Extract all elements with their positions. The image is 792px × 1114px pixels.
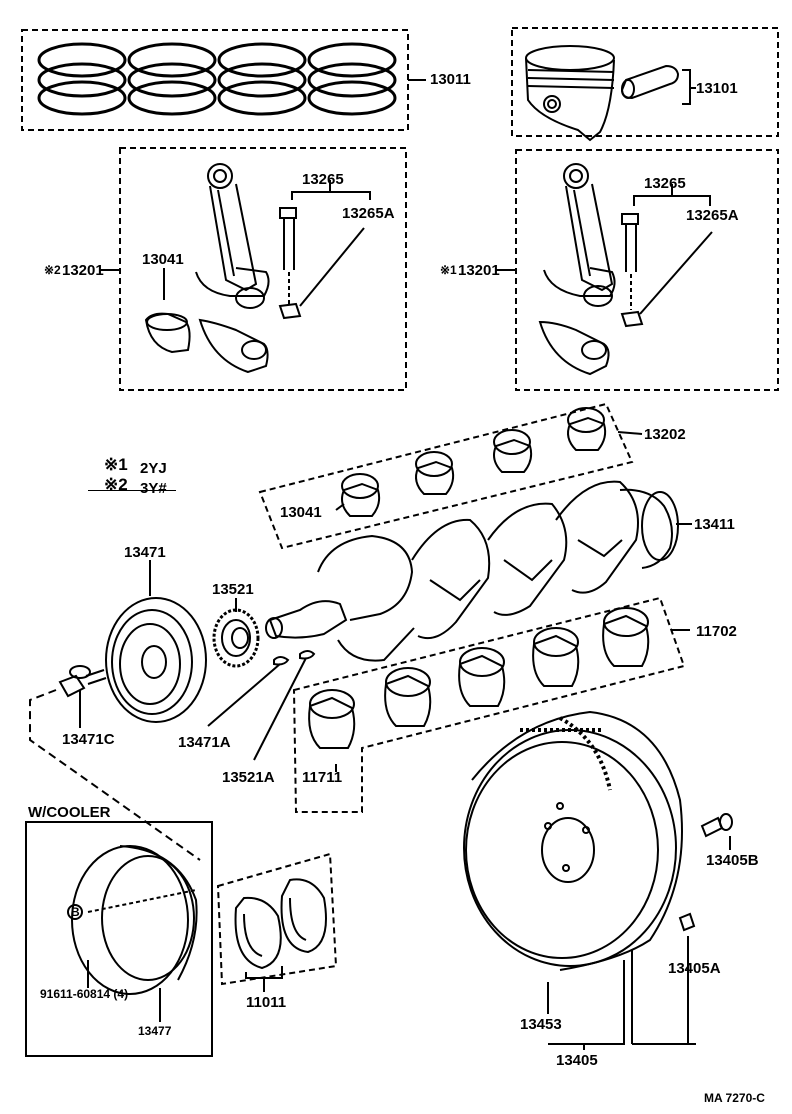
part-number-13521: 13521 (212, 581, 254, 598)
pulley-bolt-illustration (29, 665, 201, 861)
drawing-code: MA 7270-C (704, 1091, 765, 1105)
bolt-circle-marker: B (71, 905, 80, 919)
part-number-11702: 11702 (696, 623, 737, 640)
cooler-pulley-illustration (25, 821, 213, 1057)
part-number-13011: 13011 (430, 71, 471, 88)
crankshaft-illustration (265, 480, 692, 662)
part-number-13405: 13405 (556, 1052, 598, 1069)
marker-right-conrod: ※1 (440, 263, 457, 277)
conrod-assembly-left (100, 147, 407, 391)
part-number-13201-left: 13201 (62, 262, 104, 279)
part-number-13265-right: 13265 (644, 175, 686, 192)
part-number-13201-right: 13201 (458, 262, 500, 279)
part-number-11711: 11711 (302, 769, 343, 786)
legend-mark-1: ※1 (104, 455, 128, 474)
cooler-box-title: W/COOLER (28, 804, 111, 821)
crankshaft-bearing-lower-illustration (292, 596, 690, 813)
marker-left-conrod: ※2 (44, 263, 61, 277)
legend-text-2: 3Y# (140, 480, 167, 497)
timing-gear-illustration (207, 598, 316, 761)
flywheel-illustration (463, 710, 733, 1050)
legend-text-1: 2YJ (140, 460, 167, 477)
part-number-13202: 13202 (644, 426, 686, 443)
crank-pulley-illustration (105, 560, 207, 723)
part-number-13041-lower: 13041 (280, 504, 322, 521)
part-number-13265-left: 13265 (302, 171, 344, 188)
legend-mark-2: ※2 (104, 475, 128, 494)
part-number-13265a-left: 13265A (342, 205, 395, 222)
part-number-13471a: 13471A (178, 734, 231, 751)
part-number-13521a: 13521A (222, 769, 275, 786)
part-number-13477: 13477 (138, 1024, 172, 1038)
piston-ring-set-illustration (21, 29, 426, 131)
part-number-13405a: 13405A (668, 960, 721, 977)
thrust-washer-set-illustration (216, 852, 338, 992)
part-number-13101: 13101 (696, 80, 738, 97)
part-number-13041-upper: 13041 (142, 251, 184, 268)
conrod-assembly-right (496, 149, 779, 391)
part-number-13405b: 13405B (706, 852, 759, 869)
piston-pin-illustration (620, 64, 696, 105)
part-number-13265a-right: 13265A (686, 207, 739, 224)
part-number-11011: 11011 (246, 994, 287, 1011)
piston-illustration (511, 27, 779, 142)
part-number-13453: 13453 (520, 1016, 562, 1033)
crankshaft-bearing-upper-illustration (258, 402, 643, 550)
legend-underline (88, 490, 176, 491)
part-number-13471: 13471 (124, 544, 166, 561)
part-number-91611-60814: 91611-60814 (4) (40, 987, 129, 1001)
part-number-13471c: 13471C (62, 731, 115, 748)
part-number-13411: 13411 (694, 516, 735, 533)
